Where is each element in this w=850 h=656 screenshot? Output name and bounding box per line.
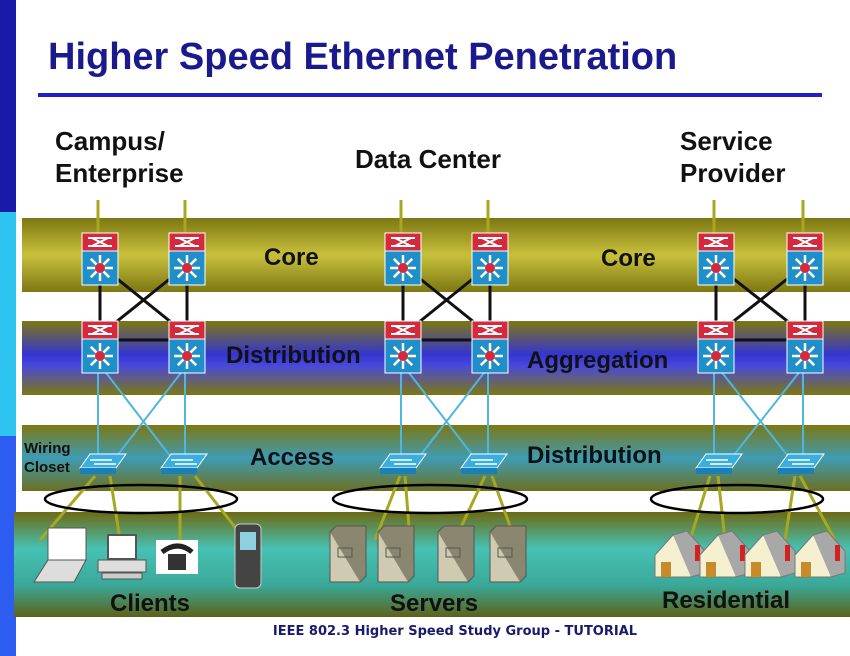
multilayer-switch-icon <box>81 320 119 374</box>
multilayer-switch-icon <box>168 232 206 286</box>
clients-label: Clients <box>110 590 190 617</box>
residential-group-ellipse <box>649 483 825 515</box>
servers-group-ellipse <box>331 483 529 515</box>
devices <box>79 232 825 474</box>
sidebar-cyan <box>0 212 16 436</box>
multilayer-switch-icon <box>81 232 119 286</box>
title-underline <box>38 93 822 97</box>
house-icon <box>794 530 846 578</box>
desktop-computer-icon <box>97 534 147 580</box>
access-cross-link <box>99 364 178 466</box>
wiring-closet-label-line2: Closet <box>24 459 70 476</box>
access-switch-icon <box>695 453 743 474</box>
wiring-closet-label-line1: Wiring <box>24 440 71 457</box>
telephone-icon <box>156 540 198 574</box>
multilayer-switch-icon <box>471 232 509 286</box>
slide-footer: IEEE 802.3 Higher Speed Study Group - TU… <box>272 624 638 639</box>
endpoint-link <box>783 475 797 541</box>
server-icon <box>329 525 367 583</box>
provider-core-label: Core <box>601 245 656 272</box>
access-switch-icon <box>379 453 427 474</box>
slide-title: Higher Speed Ethernet Penetration <box>48 36 678 78</box>
multilayer-switch-icon <box>697 320 735 374</box>
campus-header-line2: Enterprise <box>55 158 184 188</box>
endpoint-link <box>716 475 727 541</box>
endpoint-icons <box>33 523 846 589</box>
campus-access-label: Access <box>250 444 334 471</box>
multilayer-switch-icon <box>384 320 422 374</box>
sidebar-blue <box>0 436 16 656</box>
mobile-phone-icon <box>234 523 262 589</box>
provider-distribution-label: Distribution <box>527 442 662 469</box>
multilayer-switch-icon <box>168 320 206 374</box>
house-icon <box>744 530 796 578</box>
residential-label: Residential <box>662 587 790 614</box>
servers-label: Servers <box>390 590 478 617</box>
access-cross-link <box>109 364 188 466</box>
access-cross-link <box>715 364 796 466</box>
access-switch-icon <box>160 453 208 474</box>
datacenter-header: Data Center <box>355 144 501 174</box>
access-switch-icon <box>777 453 825 474</box>
access-cross-link <box>402 364 481 466</box>
multilayer-switch-icon <box>786 320 824 374</box>
sidebar-dark <box>0 0 16 212</box>
server-icon <box>489 525 527 583</box>
access-switch-icon <box>460 453 508 474</box>
clients-group-ellipse <box>43 483 239 515</box>
campus-core-label: Core <box>264 244 319 271</box>
access-cross-link <box>725 364 806 466</box>
server-icon <box>377 525 415 583</box>
access-cross-link <box>412 364 491 466</box>
multilayer-switch-icon <box>384 232 422 286</box>
provider-header-line1: Service <box>680 126 773 156</box>
multilayer-switch-icon <box>471 320 509 374</box>
house-icon <box>699 530 751 578</box>
provider-aggregation-label: Aggregation <box>527 347 668 374</box>
laptop-icon <box>33 527 87 583</box>
server-icon <box>437 525 475 583</box>
campus-distribution-label: Distribution <box>226 342 361 369</box>
endpoint-link <box>798 475 837 541</box>
access-switch-icon <box>79 453 127 474</box>
multilayer-switch-icon <box>697 232 735 286</box>
multilayer-switch-icon <box>786 232 824 286</box>
campus-header-line1: Campus/ <box>55 126 165 156</box>
provider-header-line2: Provider <box>680 158 786 188</box>
